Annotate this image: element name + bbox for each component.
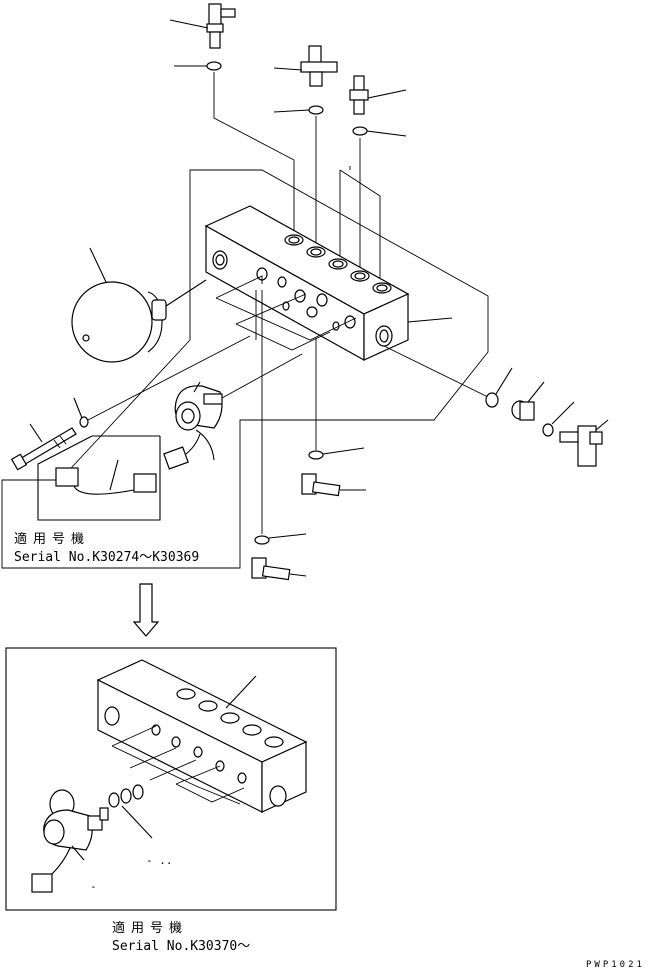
o-ring-lower-2: [254, 533, 307, 545]
new-design-inset-box: [5, 647, 337, 911]
block-plane-lines-new: [111, 725, 245, 805]
mounting-bolt: [10, 423, 77, 471]
o-ring-top-1: [174, 61, 222, 71]
lower-serial-label-jp: 適用号機: [112, 920, 188, 936]
elbow-fitting-lower-1: [301, 473, 366, 497]
stray-mark-a: - ..: [146, 854, 173, 867]
assembly-line-right: [383, 345, 491, 399]
o-ring-right-2: [542, 401, 575, 437]
upper-serial-label-jp: 適用号機: [14, 531, 90, 547]
upper-serial-text: Serial No.K30274～K30369: [14, 550, 199, 565]
lower-serial-text: Serial No.K30370～: [112, 939, 250, 954]
drawing-code: PWP1021: [586, 960, 645, 970]
elbow-fitting-lower-2: [251, 557, 307, 581]
top-elbow-fitting: [169, 3, 236, 49]
assembly-lines-lower: [261, 290, 317, 534]
stray-mark-b: -: [90, 880, 97, 893]
assembly-lines-top: [213, 72, 381, 282]
o-ring-lower-1: [308, 447, 365, 460]
accumulator: [71, 247, 207, 363]
o-ring-right-1: [485, 367, 513, 408]
harness-inset-box: [37, 435, 161, 521]
top-straight-fitting: [349, 75, 407, 115]
solenoid-valve: [163, 353, 303, 470]
block-plane-lines: [215, 275, 357, 351]
right-elbow-fitting: [559, 419, 609, 467]
valve-block-new: [96, 659, 308, 813]
plug-fitting: [511, 381, 545, 421]
o-ring-top-3: [352, 126, 407, 137]
washer: [73, 335, 251, 428]
frame-lines: [1, 169, 489, 569]
top-tee-fitting: [273, 45, 338, 87]
valve-block: [204, 205, 453, 362]
o-ring-top-2: [273, 105, 324, 115]
down-arrow-icon: [132, 583, 160, 637]
solenoid-cartridge-new: [31, 784, 153, 893]
